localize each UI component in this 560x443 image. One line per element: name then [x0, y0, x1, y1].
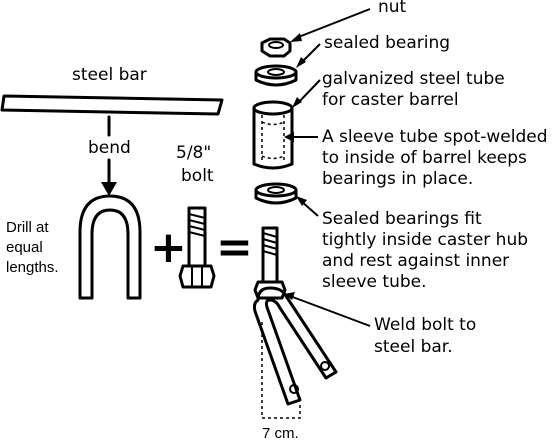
weld-label-line2: steel bar. [374, 337, 453, 357]
drill-label-line3: lengths. [6, 259, 59, 276]
sealed-bearing-top-label: sealed bearing [324, 33, 450, 53]
nut [260, 37, 292, 58]
steel-bar-label: steel bar [72, 65, 147, 85]
galvanized-tube-label-line1: galvanized steel tube [322, 69, 505, 89]
u-bracket [78, 194, 142, 300]
galvanized-tube [252, 100, 294, 170]
sleeve-label-line1: A sleeve tube spot-welded [322, 127, 548, 147]
sealed-bearing-top [254, 64, 298, 87]
fork-bolt [253, 226, 287, 300]
plus-sign: + [150, 222, 187, 273]
sealed-bearing-top-leader [296, 43, 321, 68]
nut-leader [290, 8, 371, 42]
drill-label-line2: equal [6, 239, 43, 256]
sleeve-leader [284, 132, 318, 142]
width-label: 7 cm. [262, 425, 299, 442]
nut-label: nut [378, 0, 407, 17]
fork [252, 286, 338, 406]
weld-label-line1: Weld bolt to [374, 315, 476, 335]
galvanized-tube-label-line2: for caster barrel [322, 90, 459, 110]
galvanized-tube-leader [292, 79, 321, 108]
sealed-fit-label-line1: Sealed bearings fit [322, 209, 482, 229]
drill-label-line1: Drill at [6, 219, 49, 236]
equals-sign: = [216, 222, 253, 273]
sealed-fit-label-line3: and rest against inner [322, 251, 509, 271]
sealed-fit-leader [296, 196, 319, 217]
sleeve-label-line3: bearings in place. [322, 169, 473, 189]
bend-label: bend [88, 138, 131, 158]
bend-arrow [101, 115, 117, 196]
weld-leader [284, 292, 371, 327]
sealed-fit-label-line4: sleeve tube. [322, 272, 427, 292]
sealed-bearing-bottom [254, 182, 298, 205]
bolt [178, 206, 216, 289]
steel-bar [0, 94, 224, 116]
bolt-label: bolt [181, 166, 214, 186]
bolt-size-label: 5/8" [176, 143, 211, 163]
wheel-outline [261, 322, 301, 419]
sealed-fit-label-line2: tightly inside caster hub [322, 230, 528, 250]
sleeve-label-line2: to inside of barrel keeps [322, 148, 527, 168]
